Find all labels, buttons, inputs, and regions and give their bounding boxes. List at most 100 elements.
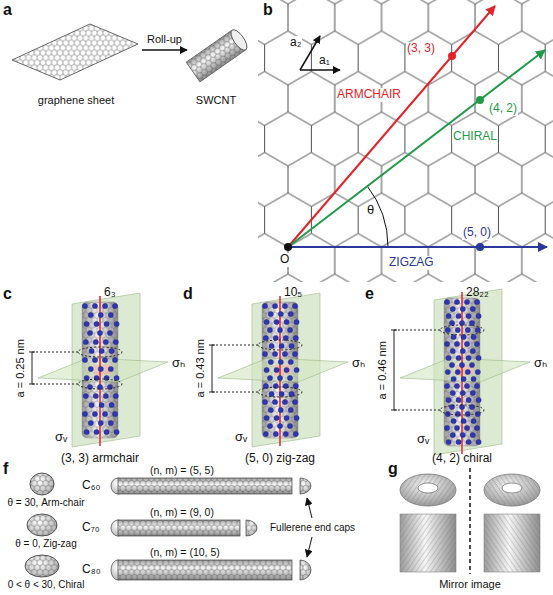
- carbon-atom: [292, 399, 297, 404]
- mirror-plane-label: σᵥ: [55, 430, 67, 445]
- carbon-atom: [274, 367, 279, 372]
- panel-g-art: [400, 468, 540, 574]
- carbon-atom: [471, 334, 476, 339]
- carbon-atom: [274, 319, 279, 324]
- carbon-atom: [113, 339, 118, 344]
- carbon-atom: [94, 429, 99, 434]
- carbon-atom: [459, 362, 464, 367]
- carbon-atom: [460, 306, 465, 311]
- panel-e-art: [391, 289, 530, 455]
- carbon-atom: [289, 391, 294, 396]
- nanotorus-texture: [400, 474, 456, 506]
- carbon-atom: [104, 429, 109, 434]
- armchair-vector: [288, 6, 495, 247]
- nanotube-bundle-texture: [484, 514, 540, 572]
- fullerene-caption: 0 < θ < 30, Chiral: [8, 579, 85, 591]
- carbon-atom: [444, 383, 449, 388]
- fullerene-end-cap: [246, 520, 257, 536]
- carbon-atom: [99, 348, 104, 353]
- carbon-atom: [268, 359, 273, 364]
- fullerene-caption: θ = 30, Arm-chair: [8, 497, 85, 509]
- swcnt-tube: [186, 27, 250, 82]
- carbon-atom: [279, 343, 284, 348]
- chiral-index-label: (n, m) = (5, 5): [150, 464, 214, 476]
- carbon-atom: [262, 303, 267, 308]
- zigzag-vector: [288, 246, 547, 248]
- carbon-atom: [98, 366, 103, 371]
- dimension-label: a = 0.43 nm: [194, 339, 207, 397]
- tube-caption: (4, 2) chiral: [432, 452, 492, 466]
- screw-axis-label: 28₂₂: [466, 286, 489, 300]
- carbon-atom: [262, 351, 267, 356]
- carbon-atom: [114, 429, 119, 434]
- carbon-atom: [103, 339, 108, 344]
- carbon-atom: [287, 375, 292, 380]
- carbon-atom: [263, 431, 268, 436]
- carbon-atom: [273, 383, 278, 388]
- carbon-atom: [292, 303, 297, 308]
- dimension-guide: [394, 330, 442, 331]
- panel-letter: f: [3, 460, 8, 478]
- carbon-atom: [445, 369, 450, 374]
- carbon-atom: [451, 418, 456, 423]
- carbon-atom: [272, 351, 277, 356]
- panel-letter: g: [388, 460, 398, 478]
- dimension-line: [212, 345, 213, 392]
- carbon-atom: [102, 303, 107, 308]
- dimension-line: [394, 330, 395, 410]
- carbon-atom: [294, 367, 299, 372]
- carbon-atom: [455, 327, 460, 332]
- carbon-atom: [108, 312, 113, 317]
- carbon-atom: [103, 393, 108, 398]
- node-text-group: graphene sheet: [10, 94, 142, 107]
- carbon-atom: [465, 411, 470, 416]
- lattice-point: [448, 52, 456, 60]
- carbon-atom: [474, 425, 479, 430]
- graphene-sheet-ground: [12, 24, 138, 80]
- carbon-atom: [84, 429, 89, 434]
- carbon-atom: [277, 375, 282, 380]
- carbon-atom: [89, 348, 94, 353]
- carbon-atom: [464, 383, 469, 388]
- chiral-index-label: (n, m) = (9, 0): [150, 506, 214, 518]
- lattice-vector-label: a₁: [318, 54, 331, 68]
- dimension-guide: [32, 352, 80, 353]
- chiral-index-label: (4, 2): [488, 102, 518, 116]
- carbon-atom: [284, 367, 289, 372]
- tube-opening: [228, 27, 250, 52]
- carbon-atom: [470, 348, 475, 353]
- chiral-index-label: (5, 0): [462, 226, 492, 240]
- carbon-atom: [98, 312, 103, 317]
- tube-body: [118, 520, 240, 536]
- edge-label: Roll-up: [147, 33, 182, 46]
- unit-cell-ring: [78, 347, 122, 357]
- carbon-atom: [272, 303, 277, 308]
- carbon-atom: [274, 415, 279, 420]
- carbon-atom: [282, 351, 287, 356]
- carbon-atom: [287, 327, 292, 332]
- illustration-node: graphene sheet: [10, 14, 142, 108]
- carbon-atom: [278, 407, 283, 412]
- tube-lattice: [118, 560, 292, 580]
- carbon-atom: [109, 402, 114, 407]
- mirror-plane-label: σₕ: [172, 356, 185, 371]
- carbon-atom: [288, 359, 293, 364]
- carbon-atom: [82, 303, 87, 308]
- screw-axis-label: 10₅: [284, 286, 302, 300]
- leader-arrow: [307, 498, 312, 518]
- leader-arrow: [307, 537, 312, 557]
- illustration-node: SWCNT: [188, 14, 244, 108]
- lattice-vector-arrow: [300, 36, 320, 70]
- carbon-atom: [446, 313, 451, 318]
- carbon-atom: [88, 366, 93, 371]
- carbon-atom: [469, 362, 474, 367]
- carbon-atom: [476, 313, 481, 318]
- carbon-atom: [264, 319, 269, 324]
- carbon-atom: [283, 431, 288, 436]
- lattice-point: [476, 96, 484, 104]
- carbon-atom: [88, 420, 93, 425]
- carbon-atom: [282, 399, 287, 404]
- panel-b-art: [258, 0, 553, 282]
- carbon-atom: [470, 390, 475, 395]
